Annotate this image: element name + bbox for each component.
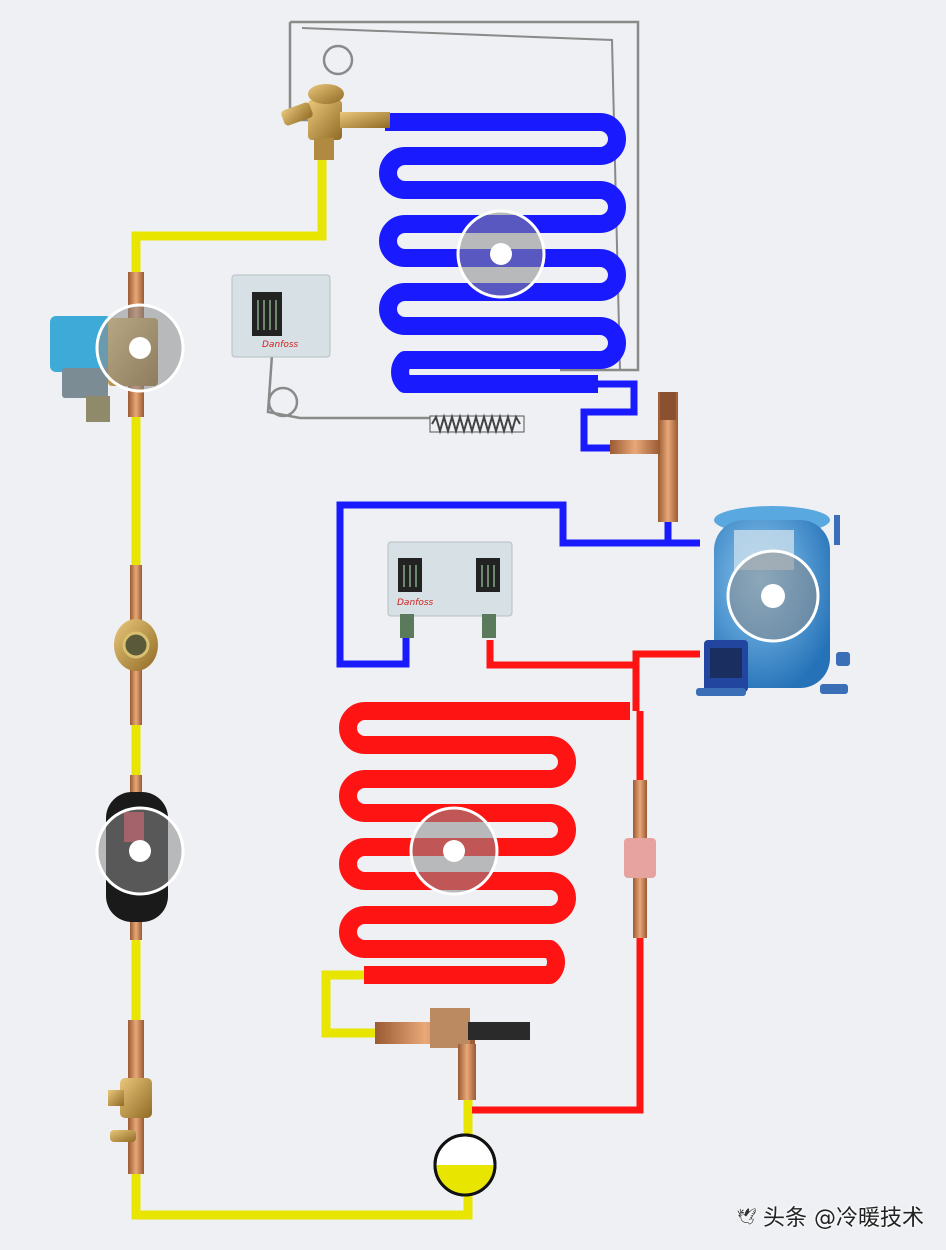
hotspot-compressor[interactable]: [726, 549, 820, 643]
hotspot-icon: [490, 243, 512, 265]
receiver-liquid-level: [436, 1165, 494, 1194]
hotspot-icon: [129, 840, 151, 862]
condenser-coil: [339, 702, 630, 984]
service-valve-icon[interactable]: [108, 1020, 152, 1174]
suction-line: [336, 380, 700, 668]
suction-tee-icon: [610, 392, 678, 522]
hotspot-icon: [443, 840, 465, 862]
regulator-valve-icon: [375, 1008, 530, 1100]
capillary-coil: [429, 413, 525, 435]
brand-label-mid: Danfoss: [397, 598, 434, 608]
watermark-text: 头条 @冷暖技术: [763, 1206, 924, 1231]
expansion-valve-icon[interactable]: [280, 84, 390, 160]
hotspot-evaporator[interactable]: [456, 209, 546, 299]
hotspot-icon: [761, 584, 785, 608]
discharge-sight-glass-icon: [624, 780, 656, 938]
liquid-line: [131, 155, 473, 1220]
hotspot-icon: [129, 337, 151, 359]
hotspot-solenoid-valve[interactable]: [95, 303, 185, 393]
watermark: 🕊 头条 @冷暖技术: [737, 1200, 924, 1232]
receiver-icon[interactable]: [433, 1133, 497, 1197]
sight-glass-icon[interactable]: [114, 565, 158, 725]
bird-icon: 🕊: [736, 1206, 757, 1226]
pressure-switch-icon[interactable]: Danfoss: [231, 274, 331, 358]
dual-pressure-switch-icon[interactable]: Danfoss: [387, 541, 513, 638]
hotspot-filter-drier[interactable]: [95, 806, 185, 896]
hotspot-condenser[interactable]: [409, 806, 499, 896]
brand-label-top: Danfoss: [262, 340, 299, 350]
evaporator-coil: [379, 113, 626, 393]
